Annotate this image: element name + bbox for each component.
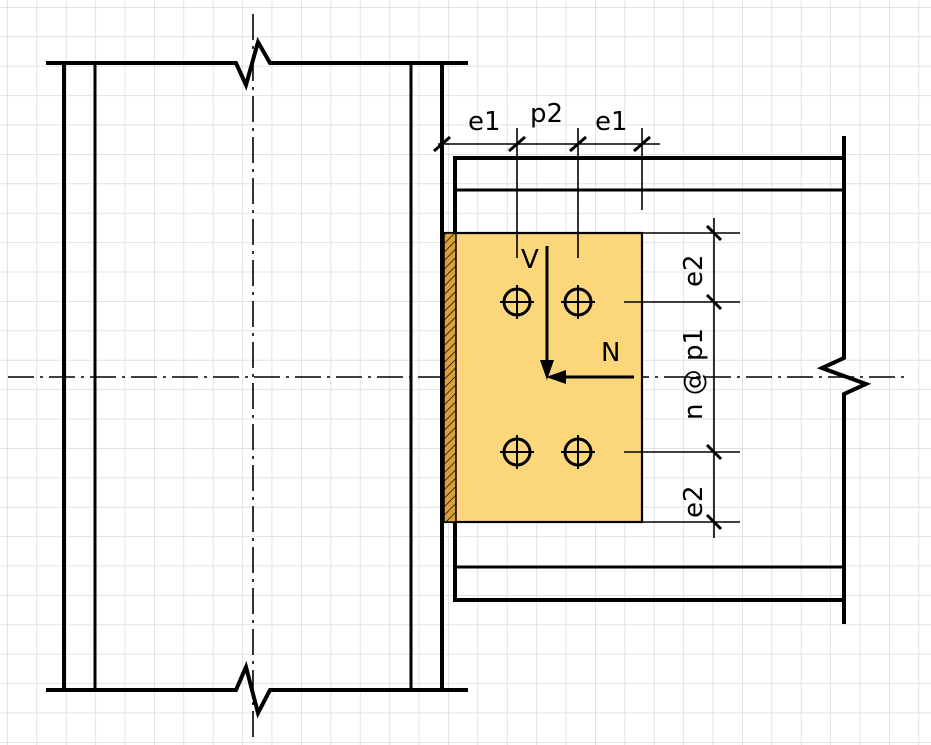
beam-end-break <box>816 136 872 624</box>
weld <box>443 232 457 523</box>
dimension-p2: p2 <box>530 99 563 129</box>
dimension-e1-left: e1 <box>468 107 501 137</box>
dimension-e1-right: e1 <box>595 107 628 137</box>
vertical-dimensions <box>624 218 740 538</box>
bolt-group <box>500 285 595 469</box>
dimension-e2-bottom: e2 <box>679 485 709 518</box>
bolt-icon <box>500 285 534 319</box>
column-top-break <box>46 36 468 91</box>
bolt-icon <box>500 435 534 469</box>
dimension-e2-top: e2 <box>679 254 709 287</box>
axial-force-arrow <box>546 370 634 384</box>
column-bottom-break <box>46 660 468 719</box>
axial-force-label: N <box>601 338 620 368</box>
dimension-n-at-p1: n @ p1 <box>679 328 709 420</box>
beam <box>8 136 905 624</box>
bolt-icon <box>561 285 595 319</box>
shear-force-label: V <box>521 245 539 275</box>
shear-force-arrow <box>540 246 554 380</box>
bolt-icon <box>561 435 595 469</box>
horizontal-dimensions <box>433 128 660 258</box>
